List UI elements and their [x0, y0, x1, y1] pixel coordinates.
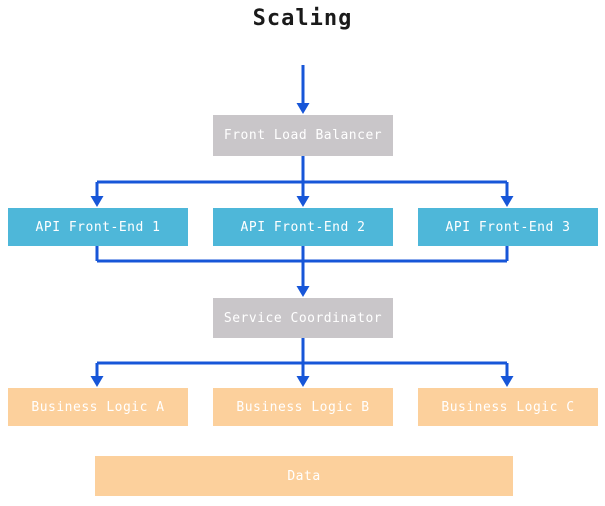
node-business-logic-a: Business Logic A	[8, 388, 188, 426]
node-label: API Front-End 3	[445, 219, 571, 235]
connector-coordinator-to-logic	[90, 338, 514, 387]
node-business-logic-b: Business Logic B	[213, 388, 393, 426]
connector-load-balancer-to-apis	[90, 156, 514, 207]
arrowhead-down-icon	[296, 196, 310, 207]
node-label: Business Logic B	[236, 399, 370, 415]
arrowhead-down-icon	[296, 286, 310, 297]
node-label: Business Logic C	[441, 399, 575, 415]
arrowhead-down-icon	[90, 196, 104, 207]
diagram-title: Scaling	[252, 6, 353, 31]
node-api-front-end-2: API Front-End 2	[213, 208, 393, 246]
node-label: API Front-End 1	[35, 219, 161, 235]
connector-top-to-load-balancer	[296, 65, 310, 114]
arrowhead-down-icon	[500, 196, 514, 207]
node-label: Data	[287, 468, 321, 484]
node-api-front-end-1: API Front-End 1	[8, 208, 188, 246]
connector-line	[95, 246, 509, 286]
node-label: API Front-End 2	[240, 219, 366, 235]
node-api-front-end-3: API Front-End 3	[418, 208, 598, 246]
arrowhead-down-icon	[296, 103, 310, 114]
node-front-load-balancer: Front Load Balancer	[213, 115, 393, 156]
arrowhead-down-icon	[500, 376, 514, 387]
node-service-coordinator: Service Coordinator	[213, 298, 393, 338]
arrowhead-down-icon	[296, 376, 310, 387]
node-business-logic-c: Business Logic C	[418, 388, 598, 426]
connector-line	[95, 156, 509, 197]
node-label: Service Coordinator	[223, 310, 383, 326]
connector-apis-to-coordinator	[95, 246, 509, 297]
node-label: Front Load Balancer	[223, 128, 383, 143]
node-label: Business Logic A	[31, 399, 165, 415]
connector-line	[95, 338, 509, 377]
arrowhead-down-icon	[90, 376, 104, 387]
node-data: Data	[95, 456, 513, 496]
